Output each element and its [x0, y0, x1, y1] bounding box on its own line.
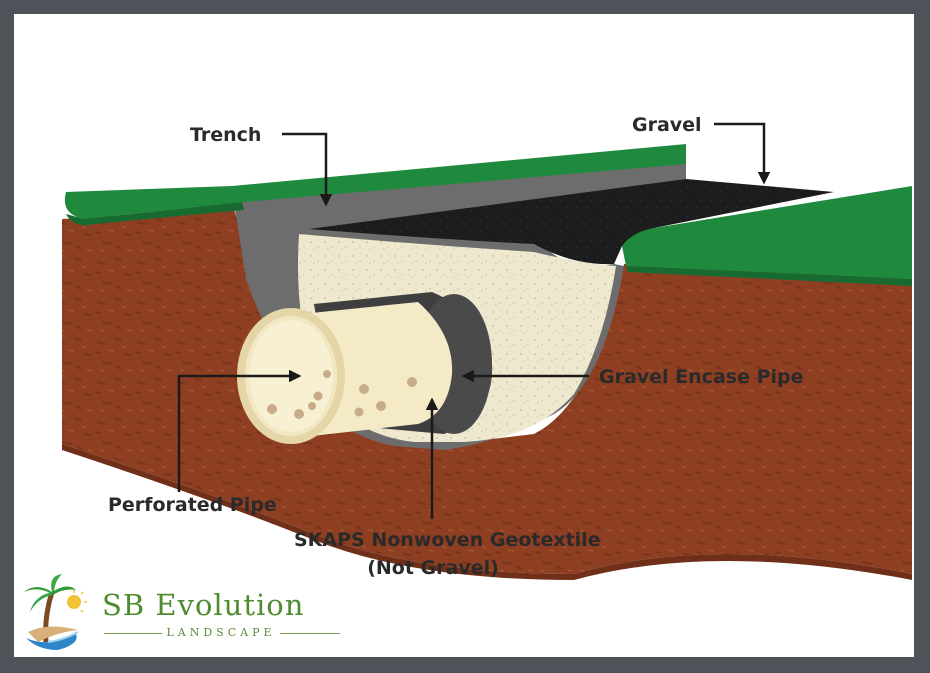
label-perforated-pipe: Perforated Pipe — [108, 494, 277, 516]
label-gravel: Gravel — [632, 114, 702, 136]
grass-left — [64, 144, 687, 219]
grass-right — [622, 186, 912, 279]
pipe-perforations — [267, 370, 417, 419]
perforated-pipe-arrow — [177, 369, 302, 492]
palm-tree-logo-icon — [24, 574, 87, 650]
label-trench: Trench — [190, 124, 262, 146]
trench-arrow — [282, 132, 333, 207]
label-geotextile: SKAPS Nonwoven Geotextile (Not Gravel) — [294, 526, 601, 582]
brand-subtitle: LANDSCAPE — [166, 626, 276, 639]
sun-icon — [67, 595, 81, 609]
label-geotextile-line2: (Not Gravel) — [367, 557, 499, 579]
label-gravel-encase-pipe: Gravel Encase Pipe — [599, 366, 804, 388]
label-geotextile-line1: SKAPS Nonwoven Geotextile — [294, 529, 601, 551]
soil-layer — [62, 209, 912, 574]
trench-drain-diagram — [62, 122, 912, 580]
brand-name: SB Evolution — [102, 588, 305, 622]
brand-logo: SB Evolution LANDSCAPE — [18, 572, 340, 652]
brand-rule-right — [280, 633, 340, 634]
gravel-arrow — [714, 122, 771, 185]
brand-rule-left — [104, 633, 162, 634]
gravel-top-layer — [309, 179, 834, 265]
diagram-frame: Trench Gravel Gravel Encase Pipe Perfora… — [14, 14, 914, 657]
